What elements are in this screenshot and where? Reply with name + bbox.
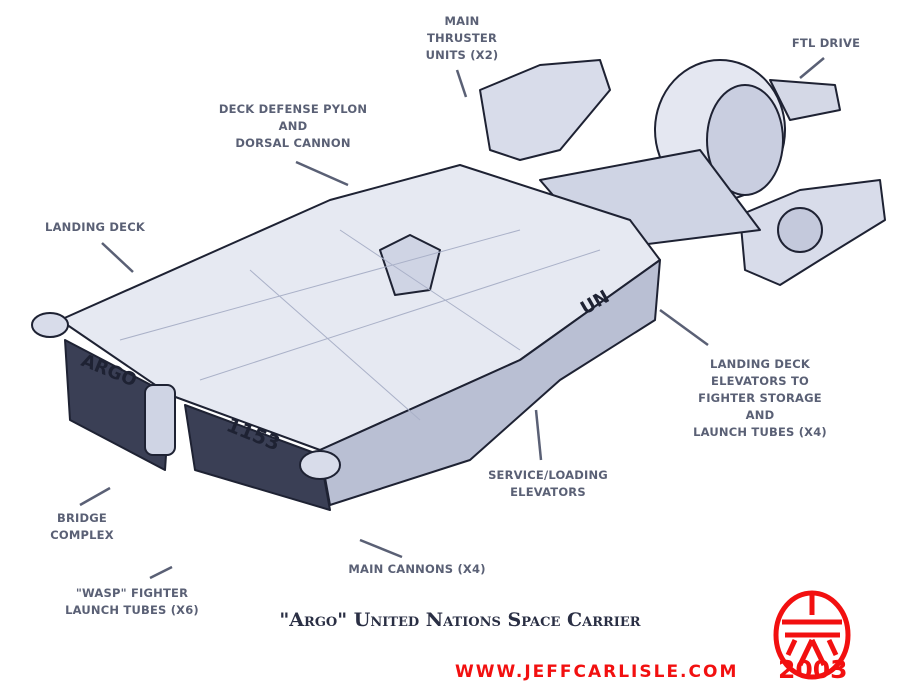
label-line: LAUNCH TUBES (X4) bbox=[693, 425, 827, 439]
label-service-elevators: SERVICE/LOADING ELEVATORS bbox=[488, 467, 608, 501]
label-line: DORSAL CANNON bbox=[235, 136, 351, 150]
label-line: SERVICE/LOADING bbox=[488, 468, 608, 482]
label-wasp-launch-tubes: "WASP" FIGHTER LAUNCH TUBES (X6) bbox=[65, 585, 199, 619]
label-line: AND bbox=[745, 408, 775, 422]
label-line: "WASP" FIGHTER bbox=[75, 586, 189, 600]
label-line: FTL DRIVE bbox=[791, 36, 861, 50]
label-line: ELEVATORS TO bbox=[711, 374, 809, 388]
label-main-cannons: MAIN CANNONS (X4) bbox=[348, 561, 485, 578]
artist-url: WWW.JEFFCARLISLE.COM bbox=[455, 662, 739, 682]
label-line: FIGHTER STORAGE bbox=[698, 391, 822, 405]
label-line: DECK DEFENSE PYLON bbox=[218, 102, 368, 116]
label-line: LAUNCH TUBES (X6) bbox=[65, 603, 199, 617]
label-line: UNITS (X2) bbox=[425, 48, 499, 62]
bridge-complex bbox=[144, 384, 176, 456]
label-line: LANDING DECK bbox=[45, 220, 145, 234]
diagram-title: "Argo" United Nations Space Carrier bbox=[279, 609, 641, 631]
label-line: BRIDGE bbox=[57, 511, 107, 525]
label-line: COMPLEX bbox=[50, 528, 114, 542]
main-thruster-unit bbox=[479, 59, 611, 161]
main-cannon bbox=[31, 312, 69, 338]
label-line: LANDING DECK bbox=[710, 357, 810, 371]
wasp-launch-tubes bbox=[64, 339, 171, 471]
label-line: ELEVATORS bbox=[510, 485, 586, 499]
main-cannon bbox=[299, 450, 341, 480]
label-deck-defense-pylon: DECK DEFENSE PYLON AND DORSAL CANNON bbox=[219, 101, 367, 152]
label-line: AND bbox=[278, 119, 308, 133]
artist-year: 2003 bbox=[778, 655, 848, 684]
label-line: THRUSTER bbox=[426, 31, 498, 45]
label-elevators: LANDING DECK ELEVATORS TO FIGHTER STORAG… bbox=[693, 356, 827, 441]
artist-logo bbox=[773, 590, 851, 680]
label-line: MAIN bbox=[444, 14, 480, 28]
label-ftl-drive: FTL DRIVE bbox=[792, 35, 860, 52]
hull-side bbox=[319, 259, 661, 506]
label-bridge-complex: BRIDGE COMPLEX bbox=[50, 510, 114, 544]
leader-lines bbox=[79, 57, 825, 580]
label-line: MAIN CANNONS (X4) bbox=[348, 562, 486, 576]
label-main-thruster: MAIN THRUSTER UNITS (X2) bbox=[426, 13, 499, 64]
dorsal-cannon bbox=[379, 234, 441, 296]
label-landing-deck: LANDING DECK bbox=[45, 219, 145, 236]
